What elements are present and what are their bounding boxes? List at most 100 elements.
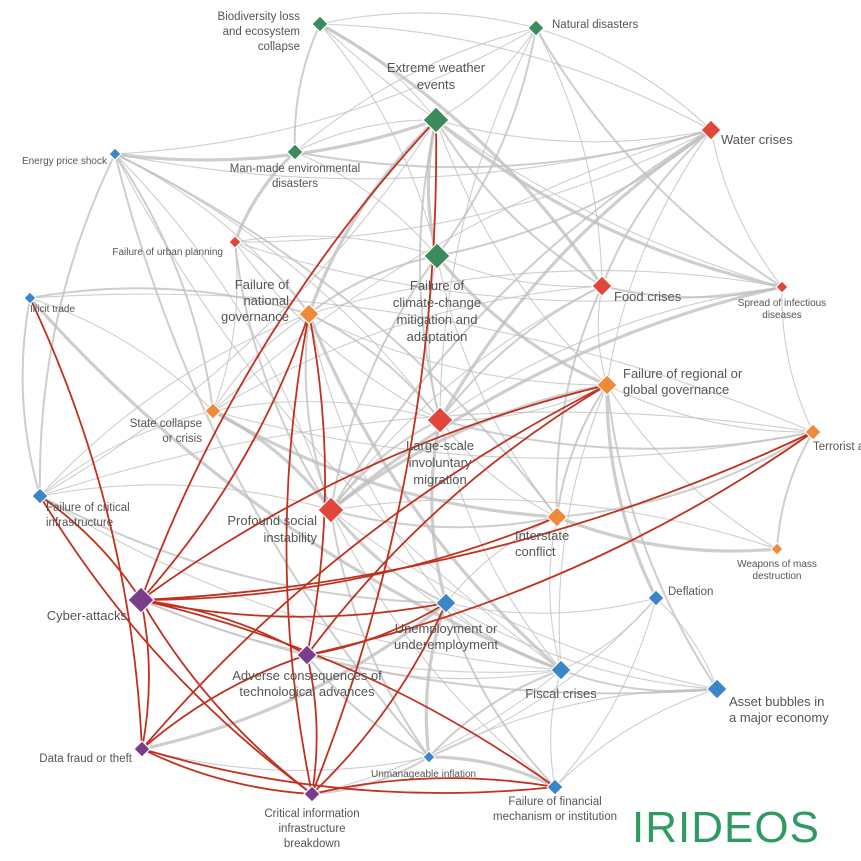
link-unemployment-financial_mech [445, 602, 556, 788]
link-urban_planning-water_crises [234, 129, 712, 243]
link-asset_bubbles-financial_mech [554, 688, 718, 788]
link-climate_failure-regional_gov [435, 254, 608, 387]
link-state_collapse-illicit_trade [29, 297, 214, 412]
link-terrorist-illicit_trade [29, 293, 814, 433]
node-natural-disasters[interactable] [527, 19, 545, 37]
node-man-made[interactable] [286, 143, 304, 161]
link-interstate-unemployment [445, 516, 558, 604]
node-label-food-crises: Food crises [614, 289, 682, 304]
link-food_crises-social_instability [330, 285, 603, 511]
link-critical_infra-extreme_weather [39, 119, 437, 497]
node-food-crises[interactable] [591, 275, 613, 297]
node-cyber[interactable] [127, 586, 155, 614]
tech-link-critical_info-national_gov [285, 313, 313, 795]
link-infectious-terrorist [781, 286, 814, 433]
link-infectious-migration [439, 286, 783, 421]
node-asset-bubbles[interactable] [706, 678, 728, 700]
link-regional_gov-fiscal [558, 384, 608, 671]
link-extreme_weather-water_crises [435, 119, 712, 143]
link-migration-fiscal [439, 419, 562, 671]
node-fiscal[interactable] [550, 659, 572, 681]
link-food_crises-biodiversity [319, 22, 604, 287]
link-urban_planning-infectious [234, 241, 783, 302]
link-extreme_weather-man_made [294, 119, 437, 153]
node-terrorist[interactable] [804, 423, 822, 441]
link-regional_gov-deflation [605, 384, 658, 599]
node-regional-gov[interactable] [596, 374, 618, 396]
tech-link-cyber-regional_gov [140, 384, 608, 601]
tech-link-tech_adverse-regional_gov [306, 384, 608, 656]
node-financial-mech[interactable] [546, 778, 564, 796]
link-terrorist-wmd [776, 431, 814, 550]
link-climate_failure-interstate [436, 255, 558, 518]
node-inflation[interactable] [422, 750, 436, 764]
link-biodiversity-man_made [293, 23, 321, 153]
link-interstate-terrorist [556, 431, 814, 518]
link-climate_failure-natural_disasters [436, 27, 537, 257]
tech-link-cyber-critical_info [140, 599, 313, 795]
link-national_gov-regional_gov [308, 313, 608, 386]
link-energy_price-fiscal [114, 153, 562, 671]
node-label-water-crises: Water crises [721, 132, 793, 147]
link-energy_price-natural_disasters [114, 27, 537, 155]
link-climate_failure-food_crises [436, 255, 603, 288]
link-water_crises-biodiversity [319, 23, 712, 131]
tech-link-cyber-terrorist [140, 431, 814, 601]
node-biodiversity[interactable] [311, 15, 329, 33]
node-water-crises[interactable] [700, 119, 722, 141]
link-water_crises-food_crises [601, 129, 712, 287]
link-energy_price-inflation [114, 153, 430, 758]
link-water_crises-regional_gov [606, 129, 712, 386]
tech-link-critical_info-financial_mech [311, 777, 556, 795]
link-inflation-deflation [428, 597, 657, 758]
node-unemployment[interactable] [435, 592, 457, 614]
node-interstate[interactable] [546, 506, 568, 528]
node-deflation[interactable] [647, 589, 665, 607]
node-climate-failure[interactable] [423, 242, 451, 270]
link-national_gov-critical_infra [39, 313, 310, 497]
node-illicit-trade[interactable] [23, 291, 37, 305]
link-food_crises-natural_disasters [535, 27, 603, 287]
node-critical-info[interactable] [303, 785, 321, 803]
link-fiscal-deflation [560, 597, 657, 671]
link-social_instability-financial_mech [330, 509, 556, 788]
node-critical-infra[interactable] [31, 487, 49, 505]
link-national_gov-illicit_trade [29, 287, 310, 315]
node-extreme-weather[interactable] [422, 106, 450, 134]
node-state-collapse[interactable] [204, 402, 222, 420]
link-financial_mech-inflation [428, 755, 556, 789]
node-social-instability[interactable] [317, 496, 345, 524]
link-state_collapse-terrorist [212, 410, 814, 459]
link-interstate-wmd [556, 515, 778, 553]
node-energy-price[interactable] [108, 147, 122, 161]
tech-link-cyber-interstate [140, 516, 558, 601]
link-social_instability-interstate [330, 509, 558, 529]
link-national_gov-fiscal [307, 313, 563, 672]
node-urban-planning[interactable] [228, 235, 242, 249]
link-state_collapse-urban_planning [212, 241, 238, 412]
tech-link-critical_infra-critical_info [39, 495, 313, 795]
node-tech-adverse[interactable] [296, 644, 318, 666]
link-food_crises-interstate [555, 285, 603, 518]
node-label-illicit-trade: Illicit trade [30, 304, 75, 315]
node-migration[interactable] [426, 406, 454, 434]
link-biodiversity-infectious [319, 23, 783, 288]
link-fiscal-inflation [428, 669, 562, 758]
node-label-data-fraud: Data fraud or theft [39, 753, 132, 765]
tech-link-cyber-financial_mech [140, 599, 556, 788]
tech-link-critical_info-extreme_weather [311, 119, 438, 795]
node-data-fraud[interactable] [133, 740, 151, 758]
irideos-logo: IRIDEOS [632, 803, 820, 852]
node-infectious[interactable] [775, 280, 789, 294]
link-interstate-energy_price [114, 153, 558, 518]
link-water_crises-migration [438, 128, 712, 421]
node-national-gov[interactable] [298, 303, 320, 325]
node-wmd[interactable] [770, 542, 784, 556]
link-energy_price-critical_infra [38, 153, 116, 497]
tech-link-data_fraud-financial_mech [141, 748, 556, 794]
